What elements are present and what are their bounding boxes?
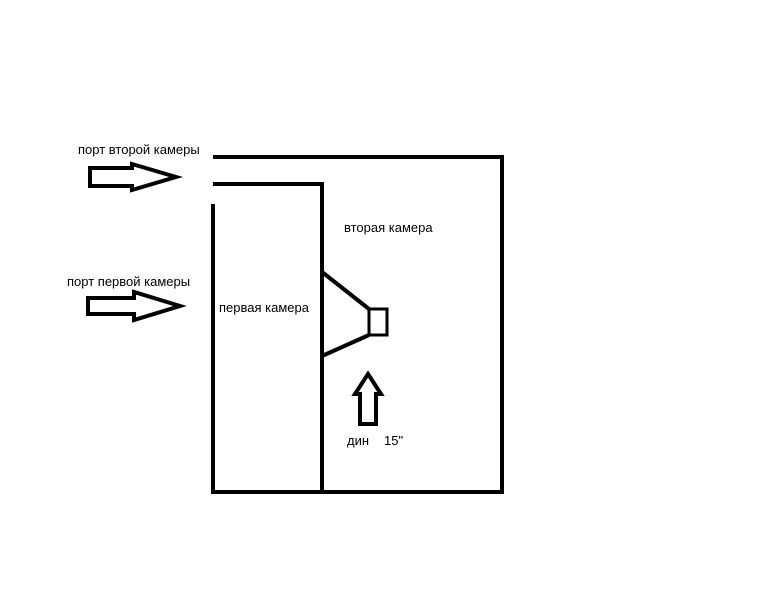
driver-cone-lower [321, 333, 370, 358]
first-chamber-label: первая камера [219, 300, 309, 315]
port-second-chamber-label: порт второй камеры [78, 142, 200, 157]
arrow-right-icon [88, 161, 184, 193]
arrow-right-icon [86, 289, 187, 323]
driver-label: дин [347, 433, 370, 448]
driver-magnet [367, 307, 389, 337]
port-first-chamber-label: порт первой камеры [67, 274, 191, 289]
driver-cone [320, 270, 371, 311]
second-chamber-wall [213, 155, 504, 494]
first-chamber-wall [211, 182, 324, 494]
second-chamber-label: вторая камера [344, 220, 433, 235]
driver-size-label: 15" [384, 433, 404, 448]
arrow-up-icon [351, 370, 385, 426]
